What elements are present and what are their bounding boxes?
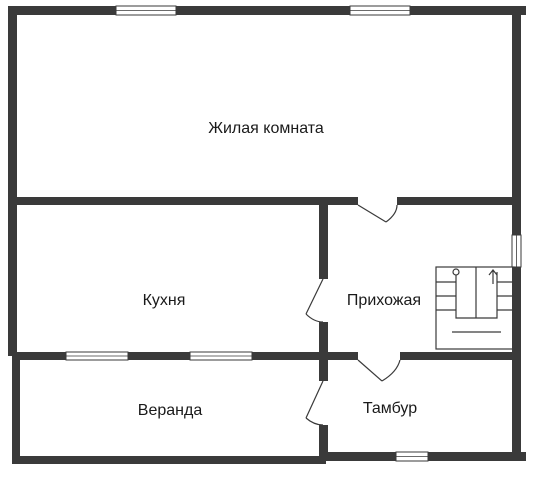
- staircase: [435, 266, 515, 350]
- interior-walls: [12, 197, 519, 461]
- stair-outline: [435, 266, 515, 350]
- wall-right: [512, 6, 521, 461]
- windows: [65, 5, 522, 462]
- room-label-veranda: Веранда: [138, 402, 203, 419]
- wall-kitchen-hall-upper: [319, 197, 328, 279]
- wall-kitchen-hall-lower: [319, 322, 328, 360]
- wall-top: [8, 6, 526, 15]
- room-label-vestibule: Тамбур: [363, 400, 417, 417]
- room-label-hall: Прихожая: [347, 292, 421, 309]
- door-hall-vestibule: [357, 359, 401, 382]
- room-label-kitchen: Кухня: [143, 292, 186, 309]
- wall-kitchen-veranda: [12, 352, 358, 360]
- wall-living-bottom-left: [12, 197, 358, 205]
- doors: [305, 204, 401, 426]
- wall-bottom-veranda: [12, 456, 326, 464]
- door-kitchen-hall: [305, 278, 324, 323]
- window-bottom: [395, 451, 429, 462]
- stair-direction-arrow-icon: [488, 269, 498, 284]
- outer-walls: [8, 6, 526, 464]
- window-right: [511, 234, 522, 268]
- wall-living-bottom-right: [397, 197, 519, 205]
- wall-left-lower: [12, 356, 20, 464]
- window-veranda-left: [65, 351, 129, 361]
- window-top-right: [349, 5, 411, 16]
- wall-left-upper: [8, 6, 17, 356]
- window-veranda-right: [189, 351, 253, 361]
- door-living-hall: [357, 204, 398, 223]
- wall-veranda-vestibule-upper: [319, 356, 328, 381]
- wall-hall-vestibule: [400, 352, 519, 360]
- door-veranda-vestibule: [305, 380, 324, 426]
- stair-start-marker: [452, 268, 460, 276]
- wall-veranda-vestibule-lower: [319, 425, 328, 461]
- room-label-living: Жилая комната: [208, 120, 324, 137]
- window-top-left: [115, 5, 177, 16]
